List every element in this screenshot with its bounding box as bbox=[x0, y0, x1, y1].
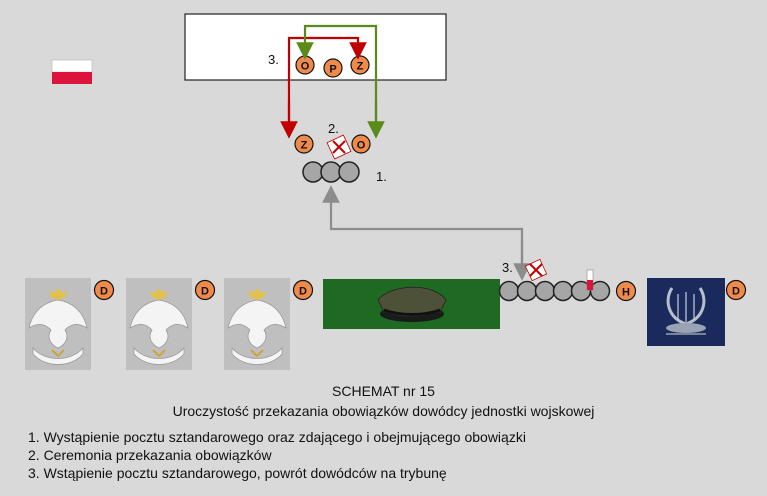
legend-item-1: 1. Wystąpienie pocztu sztandarowego oraz… bbox=[28, 429, 526, 445]
line-badge-h: H bbox=[615, 280, 637, 302]
military-cap-image bbox=[323, 279, 500, 329]
center-soldiers-row bbox=[302, 161, 360, 183]
svg-text:P: P bbox=[329, 64, 336, 76]
svg-text:D: D bbox=[100, 286, 108, 298]
line-step-label-3: 3. bbox=[502, 260, 513, 275]
unit-emblem-3 bbox=[223, 277, 291, 371]
svg-text:D: D bbox=[299, 286, 307, 298]
diagram-title: SCHEMAT nr 15 bbox=[332, 383, 435, 399]
tribune-circle-o: O bbox=[295, 55, 315, 75]
unit-emblem-1 bbox=[24, 277, 92, 371]
legend-item-3: 3. Wstąpienie pocztu sztandarowego, powr… bbox=[28, 465, 447, 481]
unit-emblem-2 bbox=[125, 277, 193, 371]
svg-text:Z: Z bbox=[357, 61, 364, 73]
tribune-box bbox=[184, 13, 447, 81]
svg-text:O: O bbox=[301, 61, 310, 73]
svg-text:D: D bbox=[201, 286, 209, 298]
center-circle-z: Z bbox=[294, 134, 314, 154]
diagram-subtitle: Uroczystość przekazania obowiązków dowód… bbox=[172, 403, 595, 419]
orchestra-lyre-image bbox=[647, 278, 725, 346]
center-circle-o: O bbox=[351, 134, 371, 154]
line-soldiers-row bbox=[498, 280, 611, 302]
tribune-circle-p: P bbox=[323, 58, 343, 78]
gray-route-arrow bbox=[322, 185, 524, 272]
svg-text:D: D bbox=[732, 286, 740, 298]
svg-text:O: O bbox=[357, 140, 366, 152]
center-step-label-1: 1. bbox=[376, 169, 387, 184]
unit-badge-d-4: D bbox=[725, 279, 747, 301]
svg-text:Z: Z bbox=[301, 140, 308, 152]
unit-badge-d-1: D bbox=[93, 279, 115, 301]
line-banner-icon bbox=[524, 258, 548, 282]
unit-badge-d-2: D bbox=[194, 279, 216, 301]
svg-text:H: H bbox=[622, 287, 630, 299]
center-step-label-2: 2. bbox=[328, 121, 339, 136]
red-route-arrow bbox=[287, 36, 367, 134]
green-route-arrow bbox=[296, 24, 378, 136]
flag-bearer-icon bbox=[586, 269, 594, 291]
polish-flag-icon bbox=[51, 59, 93, 84]
banner-icon bbox=[326, 134, 352, 160]
tribune-step-label: 3. bbox=[268, 52, 279, 67]
legend-item-2: 2. Ceremonia przekazania obowiązków bbox=[28, 447, 272, 463]
tribune-circle-z: Z bbox=[350, 55, 370, 75]
unit-badge-d-3: D bbox=[292, 279, 314, 301]
